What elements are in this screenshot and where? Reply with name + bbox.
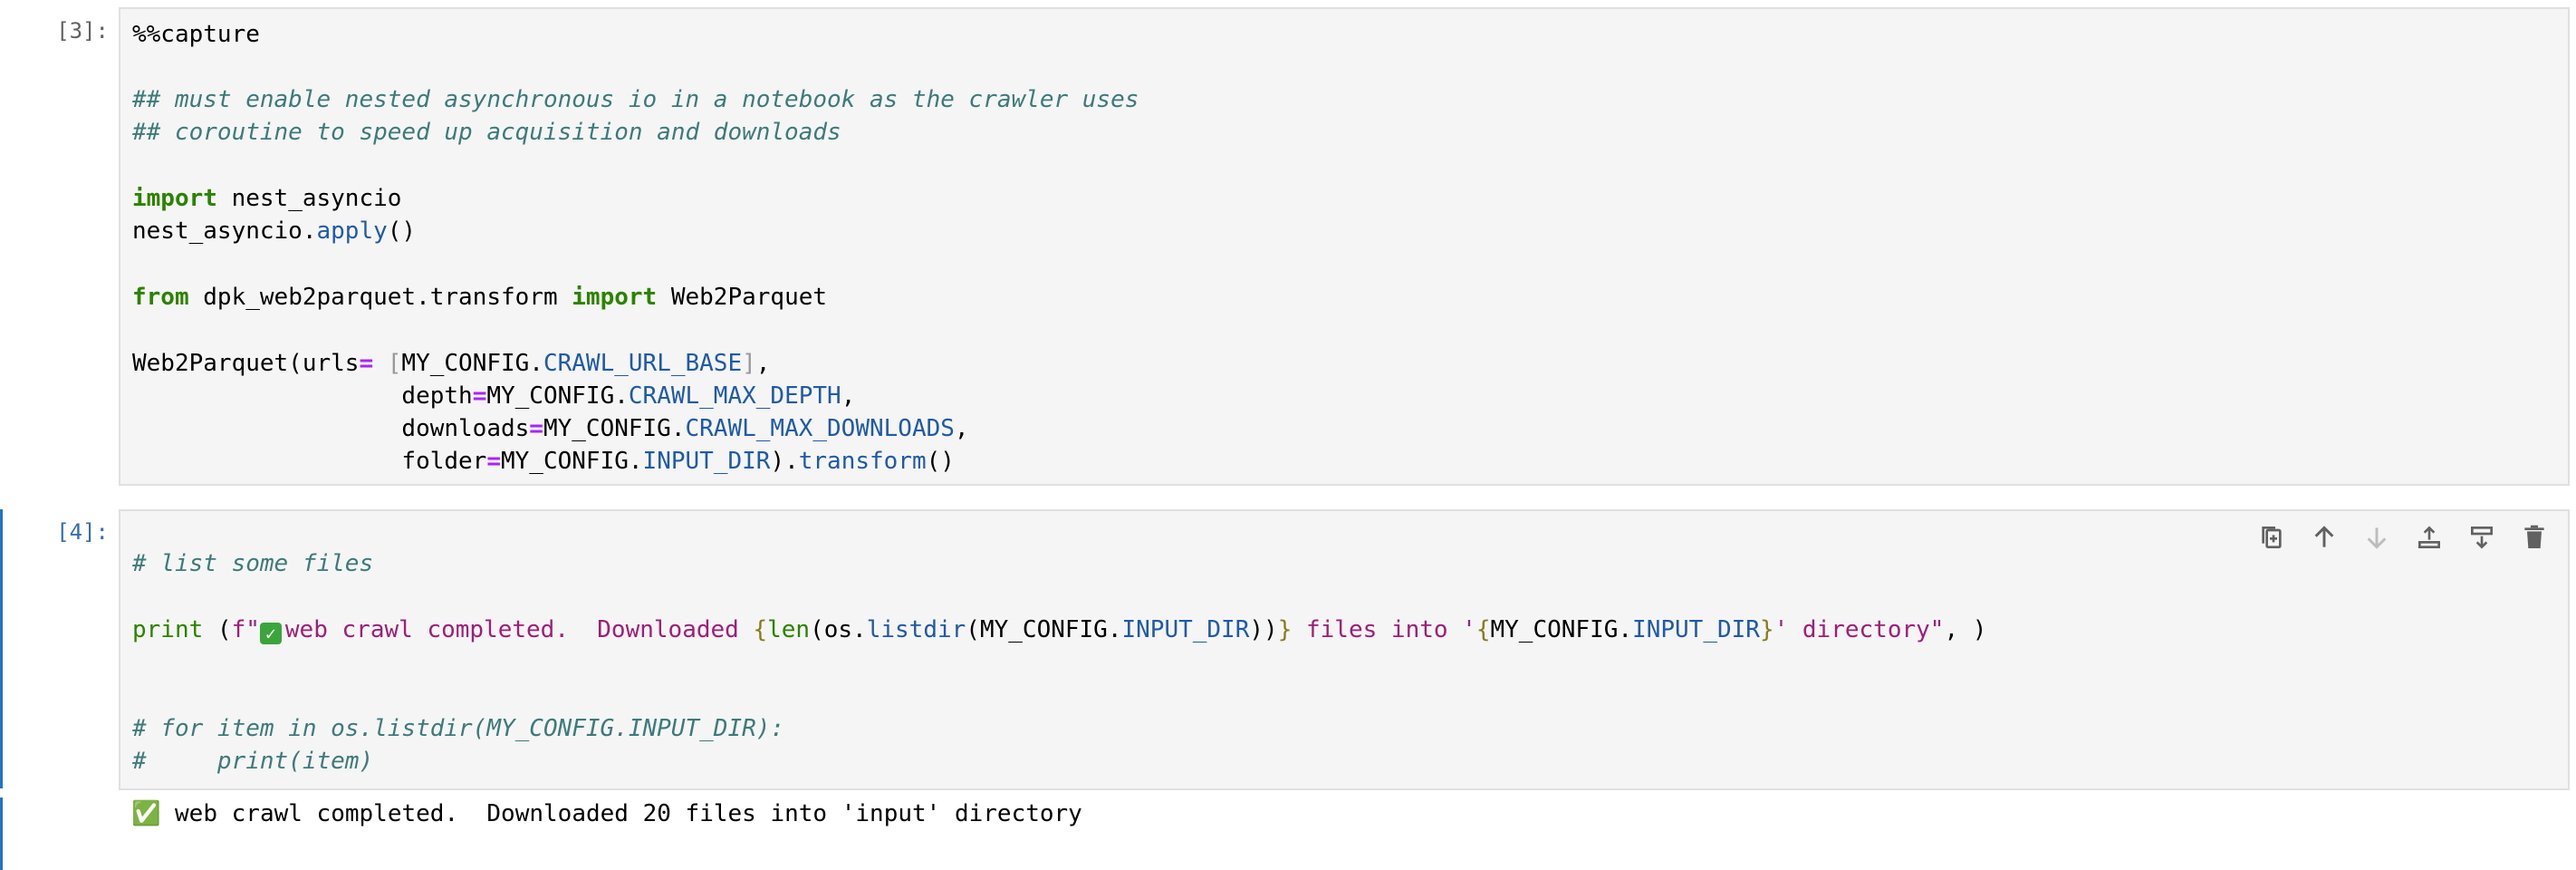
code-line: Web2Parquet(urls= [MY_CONFIG.CRAWL_URL_B… [132,350,771,377]
code-line: downloads=MY_CONFIG.CRAWL_MAX_DOWNLOADS, [132,415,969,442]
code-line: nest_asyncio.apply() [132,218,417,245]
insert-below-icon [2471,527,2493,549]
cell-output-text: ✅ web crawl completed. Downloaded 20 fil… [131,800,1082,827]
duplicate-cell-button[interactable] [2254,520,2289,555]
move-cell-up-button[interactable] [2307,520,2341,555]
code-comment-line: # for item in os.listdir(MY_CONFIG.INPUT… [132,715,785,742]
move-cell-down-button[interactable] [2360,520,2394,555]
move-down-icon [2367,527,2387,549]
insert-above-icon [2418,526,2440,548]
cell-prompt: [4]: [56,519,109,545]
duplicate-icon [2262,527,2282,548]
insert-cell-above-button[interactable] [2412,520,2446,555]
check-mark-icon: ✓ [259,623,282,644]
insert-cell-below-button[interactable] [2465,520,2499,555]
cell-prompt: [3]: [56,18,109,44]
delete-icon [2524,525,2544,548]
code-line: from dpk_web2parquet.transform import We… [132,284,828,311]
code-line: folder=MY_CONFIG.INPUT_DIR).transform() [132,448,955,475]
code-comment-line: ## must enable nested asynchronous io in… [132,86,1139,113]
cell-toolbar [2254,520,2552,555]
active-output-indicator [0,798,3,870]
active-cell-indicator [0,509,3,788]
delete-cell-button[interactable] [2517,520,2552,555]
code-comment-line: ## coroutine to speed up acquisition and… [132,119,841,146]
code-comment-line: # print(item) [132,748,374,775]
code-cell-editor[interactable]: # list some files print (f"✓web crawl co… [119,509,2570,790]
move-up-icon [2314,526,2334,547]
code-cell-editor[interactable]: %%capture ## must enable nested asynchro… [119,7,2570,486]
code-line: depth=MY_CONFIG.CRAWL_MAX_DEPTH, [132,382,856,410]
code-comment-line: # list some files [132,550,374,577]
code-line: print (f"✓web crawl completed. Downloade… [132,616,1987,644]
code-line: import nest_asyncio [132,185,402,212]
code-line: %%capture [132,21,260,48]
